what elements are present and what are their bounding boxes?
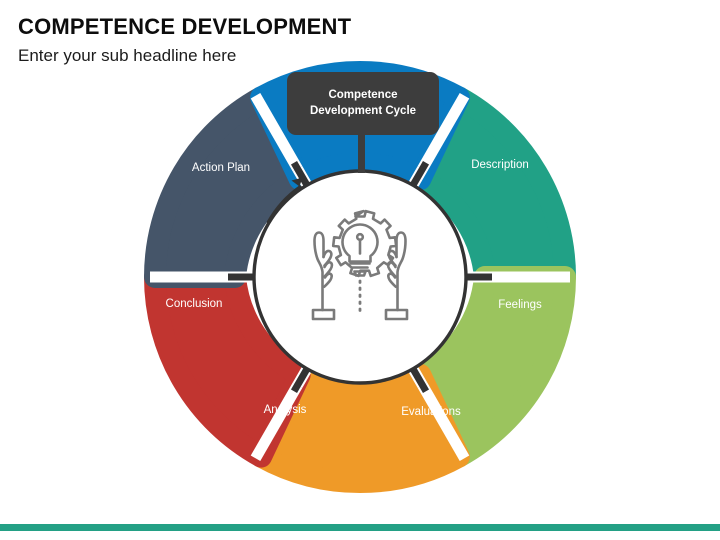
page-title: COMPETENCE DEVELOPMENT — [18, 14, 352, 39]
page-subtitle: Enter your sub headline here — [18, 46, 237, 65]
cycle-segment-group — [144, 60, 576, 494]
callout-connector — [358, 130, 365, 173]
callout-line-2: Development Cycle — [309, 104, 417, 117]
cycle-segment-analysis[interactable] — [144, 266, 311, 468]
center-callout-box[interactable]: Competence Development Cycle — [287, 72, 439, 135]
cycle-segment-description[interactable] — [409, 86, 576, 288]
hands-holding-lightbulb-gear-icon — [311, 209, 409, 321]
cycle-segment-conclusion[interactable] — [144, 86, 311, 288]
cycle-segment-feelings[interactable] — [409, 266, 576, 468]
cycle-tick-marks — [228, 160, 492, 394]
center-callout-text: Competence Development Cycle — [310, 88, 416, 119]
inner-cycle-ring — [252, 169, 468, 385]
footer-accent-bar — [0, 524, 720, 531]
callout-line-1: Competence — [328, 88, 398, 101]
cycle-segment-evaluations[interactable] — [250, 363, 470, 494]
cycle-arrow-head-icon — [291, 177, 303, 187]
